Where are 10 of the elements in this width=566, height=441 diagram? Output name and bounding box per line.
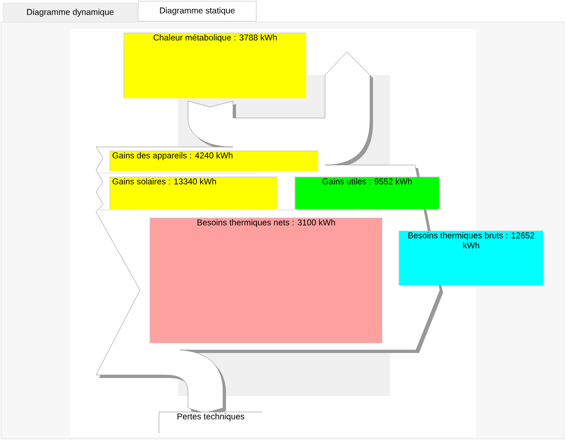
- tab: Diagramme dynamique: [3, 2, 138, 22]
- value-box: Gains solaires : 13340 kWh: [110, 176, 278, 210]
- value-box: Pertes techniques: [158, 412, 263, 434]
- value-box: Besoins thermiques bruts : 12652 kWh: [398, 230, 544, 286]
- value-box: Besoins thermiques nets : 3100 kWh: [150, 218, 383, 344]
- tab: Diagramme statique: [138, 0, 256, 22]
- value-box: Gains utiles : 9552 kWh: [294, 176, 440, 210]
- value-box: Chaleur métabolique : 3788 kWh: [124, 32, 307, 99]
- value-box: Gains des appareils : 4240 kWh: [110, 150, 319, 172]
- node-label: Pertes techniques: [178, 413, 244, 422]
